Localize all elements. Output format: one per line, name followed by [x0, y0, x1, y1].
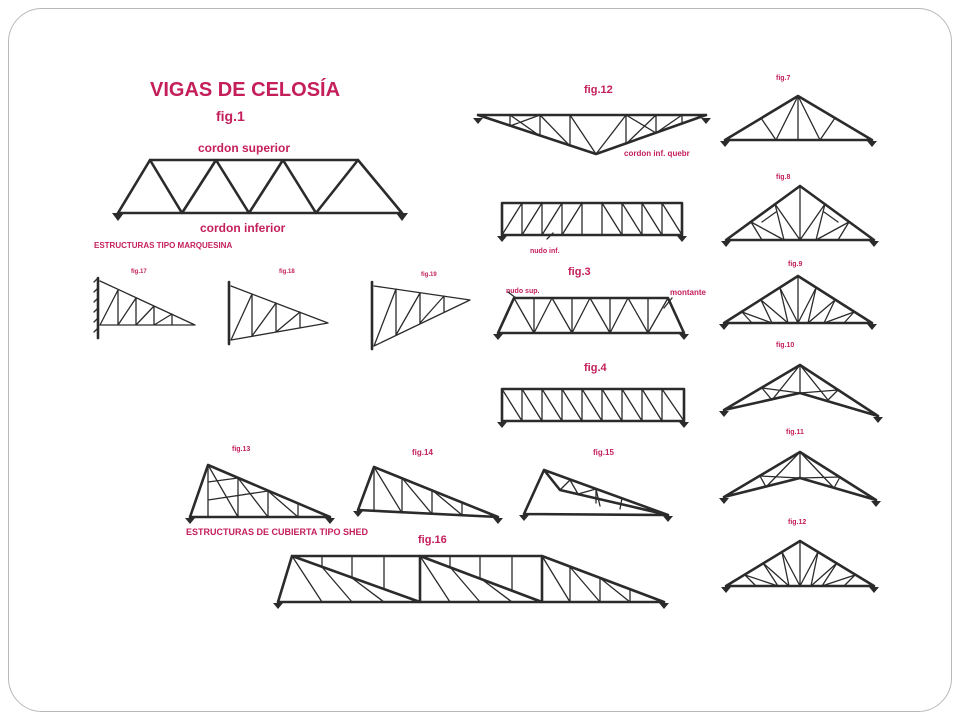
fig11-roof-truss — [719, 450, 881, 507]
fig12-broken-chord-truss — [473, 113, 711, 156]
fig12-right-label: fig.12 — [788, 519, 806, 526]
fig15-shed-truss — [519, 468, 673, 522]
fig18-cantilever — [227, 280, 329, 346]
fig11-label: fig.11 — [786, 429, 804, 436]
fig8-label: fig.8 — [776, 174, 790, 181]
fig1-warren-truss — [112, 158, 408, 221]
fig9-label: fig.9 — [788, 261, 802, 268]
fig7-label: fig.7 — [776, 75, 790, 82]
fig9-roof-truss — [719, 274, 877, 330]
fig17-cantilever — [93, 276, 196, 340]
fig18-label: fig.18 — [279, 269, 295, 275]
fig19-label: fig.19 — [421, 272, 437, 278]
fig1-label: fig.1 — [216, 108, 245, 124]
fig14-shed-truss — [353, 465, 503, 524]
fig16-label: fig.16 — [418, 534, 447, 546]
fig14-label: fig.14 — [412, 448, 433, 457]
fig16-multi-shed-truss — [273, 554, 669, 609]
fig3-label: fig.3 — [568, 266, 591, 278]
fig4-label: fig.4 — [584, 362, 607, 374]
marquesina-heading: ESTRUCTURAS TIPO MARQUESINA — [94, 241, 232, 250]
cordon-superior-label: cordon superior — [198, 141, 290, 155]
shed-heading: ESTRUCTURAS DE CUBIERTA TIPO SHED — [186, 527, 369, 537]
fig12-right-roof-truss — [721, 539, 879, 593]
fig17-label: fig.17 — [131, 269, 147, 275]
fig3-warren-verticals-truss — [493, 291, 689, 340]
fig4-howe-truss — [497, 387, 689, 428]
cordon-inferior-label: cordon inferior — [200, 221, 286, 235]
fig12-top-label: fig.12 — [584, 84, 613, 96]
fig19-cantilever — [370, 280, 471, 351]
nudo-inf-label: nudo inf. — [530, 248, 560, 255]
fig8-roof-truss — [721, 184, 879, 247]
fig13-label: fig.13 — [232, 446, 250, 453]
fig7-roof-truss — [720, 94, 877, 147]
nudo-sup-label: nudo sup. — [506, 288, 539, 295]
diagram-title: VIGAS DE CELOSÍA — [150, 78, 340, 101]
fig10-roof-truss — [719, 363, 883, 423]
fig2-pratt-truss — [497, 201, 687, 242]
fig13-shed-truss — [185, 463, 335, 524]
montante-label: montante — [670, 288, 707, 297]
cordon-inf-quebr-label: cordon inf. quebr — [624, 149, 690, 158]
fig15-label: fig.15 — [593, 448, 614, 457]
fig10-label: fig.10 — [776, 342, 794, 349]
slide-frame — [8, 8, 952, 712]
